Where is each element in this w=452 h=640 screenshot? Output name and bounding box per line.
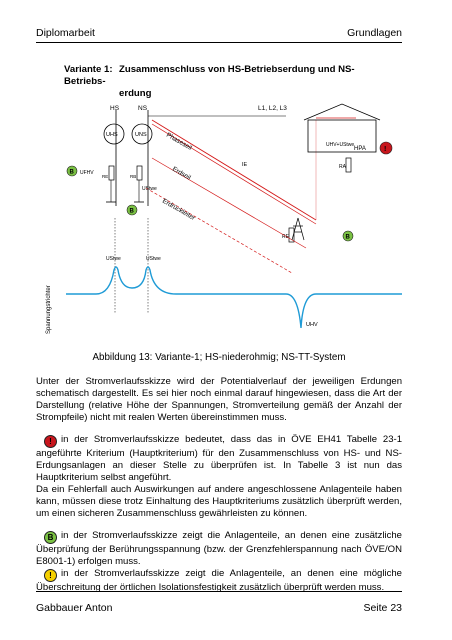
u-stwe-wave2-label: UStwe <box>146 256 161 262</box>
erdseil-label: Erdseil <box>171 166 192 182</box>
u-stwe-wave1-label: UStwe <box>106 256 121 262</box>
resistor-re2 <box>288 227 295 243</box>
footer-left: Gabbauer Anton <box>36 602 113 614</box>
ie-label: IE <box>242 162 248 168</box>
paragraph-1: Unter der Stromverlaufsskizze wird der P… <box>36 376 402 423</box>
svg-text:B: B <box>346 235 351 241</box>
heading-line1: Zusammenschluss von HS-Betriebserdung un… <box>64 64 355 87</box>
yellow-marker-icon: ! <box>44 569 57 582</box>
u-stwe-label: UStwe <box>142 186 157 192</box>
svg-text:!: ! <box>384 146 386 153</box>
house-icon <box>303 103 381 153</box>
erdrueckleiter-label: Erdrückleiter <box>161 198 197 223</box>
phaseseil-label: Phaseseil <box>165 132 193 152</box>
ns-source-circle <box>131 123 153 145</box>
paragraph-5: !in der Stromverlaufsskizze zeigt die An… <box>36 568 402 593</box>
phaseseil-line <box>151 119 317 221</box>
svg-text:B: B <box>130 209 135 215</box>
red-marker-icon: ! <box>44 435 57 448</box>
r-e-label: RE <box>102 174 108 179</box>
u-hv-stwe-label: UHV+UStwe <box>326 142 354 148</box>
footer-right: Seite 23 <box>363 602 402 614</box>
green-marker-icon: B <box>44 531 57 544</box>
u-hs-label: UHS <box>106 132 118 138</box>
resistor-ra <box>345 157 352 173</box>
header-left: Diplomarbeit <box>36 27 95 39</box>
figure-caption: Abbildung 13: Variante-1; HS-niederohmig… <box>92 352 346 363</box>
marker-b-hs <box>66 165 78 177</box>
paragraph-3: Da ein Fehlerfall auch Auswirkungen auf … <box>36 484 402 519</box>
u-fhv-label: UFHV <box>80 170 94 176</box>
footer-rule <box>36 591 402 592</box>
body-text: Unter der Stromverlaufsskizze wird der P… <box>36 376 402 604</box>
u-hv-label: UHV <box>306 322 318 328</box>
header-right: Grundlagen <box>347 27 402 39</box>
erdrueckleiter-line <box>145 187 293 274</box>
pylon-icon <box>291 217 305 241</box>
marker-red-house <box>379 141 393 155</box>
marker-b-hs-text: B <box>70 170 75 176</box>
hs-label: HS <box>110 105 120 112</box>
resistor-ns <box>136 165 143 181</box>
resistor-hs <box>108 165 115 181</box>
section-heading: Variante 1:Zusammenschluss von HS-Betrie… <box>64 64 394 100</box>
heading-line2: erdung <box>119 88 152 99</box>
paragraph-2: !in der Stromverlaufsskizze bedeutet, da… <box>36 434 402 483</box>
marker-b-tower <box>342 230 354 242</box>
header-rule <box>36 42 402 43</box>
y-axis-label: Spannungstrichter <box>46 285 52 334</box>
phases-label: L1, L2, L3 <box>258 105 287 112</box>
hs-source-circle <box>103 123 125 145</box>
r-e2-label: RE <box>282 234 290 240</box>
current-flow-diagram: HS NS L1, L2, L3 UHS UNS RE RB RE RA Pha… <box>46 103 402 334</box>
heading-number: Variante 1: <box>64 64 113 75</box>
r-a-label: RA <box>339 164 347 170</box>
ns-label: NS <box>138 105 148 112</box>
u-ns-label: UNS <box>135 132 147 138</box>
erdseil-line <box>151 157 307 249</box>
r-b-label: RB <box>130 174 136 179</box>
marker-b-ns <box>126 204 138 216</box>
voltage-funnel-wave <box>66 266 402 329</box>
hpa-label: HPA <box>354 146 366 152</box>
